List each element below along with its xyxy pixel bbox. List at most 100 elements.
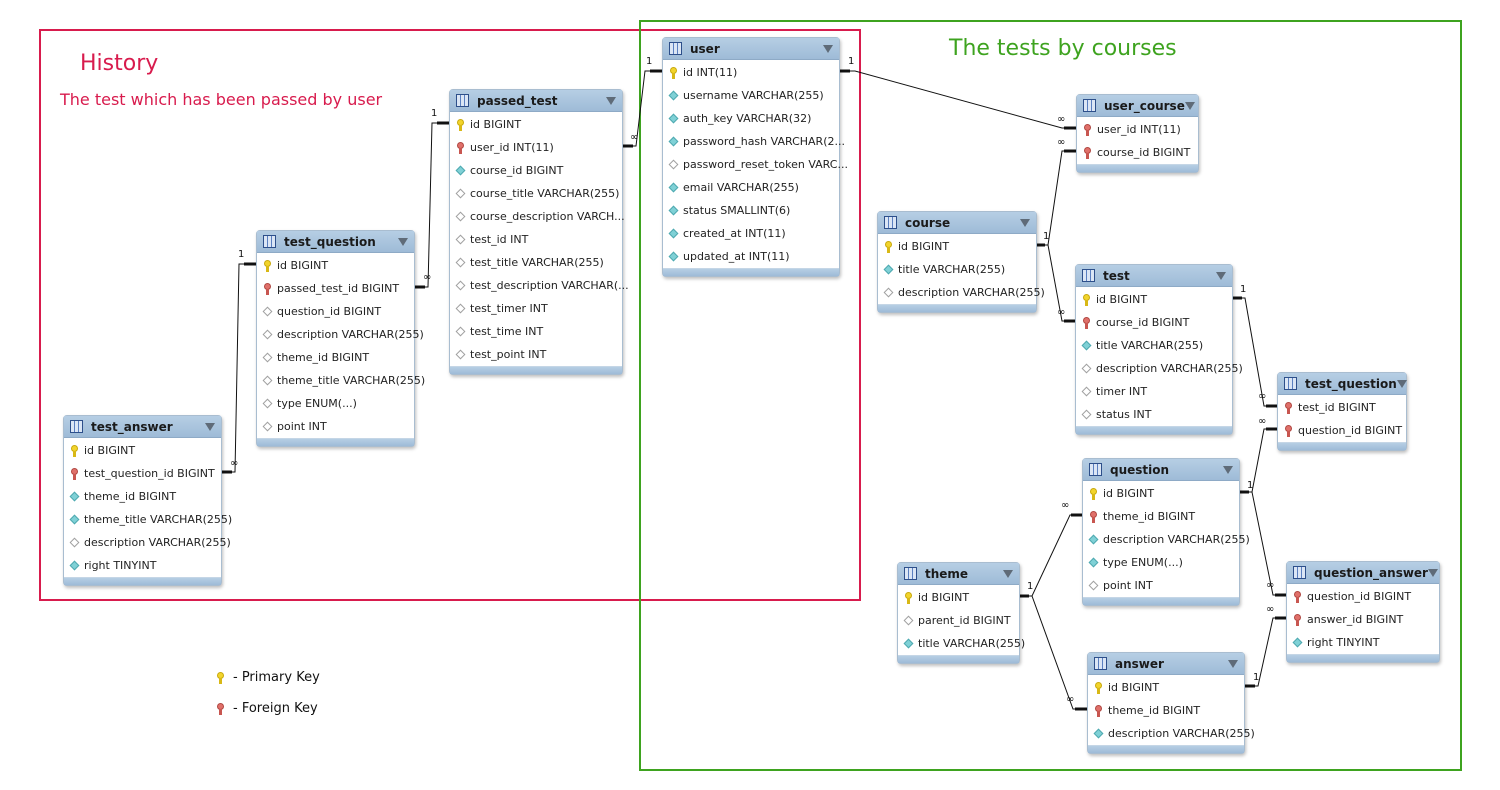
column-row[interactable]: title VARCHAR(255) xyxy=(898,632,1025,655)
column-row[interactable]: passed_test_id BIGINT xyxy=(257,277,414,300)
collapse-arrow-icon[interactable] xyxy=(1427,568,1438,577)
rel-user-user-course-many: ∞ xyxy=(1057,114,1065,125)
column-row[interactable]: email VARCHAR(255) xyxy=(663,176,839,199)
table-header[interactable]: question xyxy=(1083,459,1239,481)
column-row[interactable]: id BIGINT xyxy=(257,254,414,277)
column-row[interactable]: question_id BIGINT xyxy=(257,300,414,323)
column-row[interactable]: description VARCHAR(255) xyxy=(64,531,231,554)
column-row[interactable]: description VARCHAR(255) xyxy=(257,323,424,346)
collapse-arrow-icon[interactable] xyxy=(398,237,408,246)
column-row[interactable]: title VARCHAR(255) xyxy=(1076,334,1232,357)
table-header[interactable]: user_course xyxy=(1077,95,1198,117)
column-row[interactable]: right TINYINT xyxy=(64,554,221,577)
column-row[interactable]: test_point INT xyxy=(450,343,622,366)
column-row[interactable]: created_at INT(11) xyxy=(663,222,839,245)
collapse-arrow-icon[interactable] xyxy=(205,422,215,431)
column-row[interactable]: test_title VARCHAR(255) xyxy=(450,251,622,274)
column-row[interactable]: test_question_id BIGINT xyxy=(64,462,221,485)
column-row[interactable]: id BIGINT xyxy=(878,235,1036,258)
column-row[interactable]: course_id BIGINT xyxy=(1076,311,1232,334)
column-row[interactable]: updated_at INT(11) xyxy=(663,245,839,268)
column-row[interactable]: course_description VARCH... xyxy=(450,205,625,228)
collapse-arrow-icon[interactable] xyxy=(823,44,833,53)
column-row[interactable]: test_description VARCHAR(... xyxy=(450,274,629,297)
column-row[interactable]: auth_key VARCHAR(32) xyxy=(663,107,839,130)
column-row[interactable]: id BIGINT xyxy=(450,113,622,136)
table-header[interactable]: answer xyxy=(1088,653,1244,675)
column-row[interactable]: question_id BIGINT xyxy=(1278,419,1406,442)
column-row[interactable]: title VARCHAR(255) xyxy=(878,258,1036,281)
table-header[interactable]: test xyxy=(1076,265,1232,287)
collapse-arrow-icon[interactable] xyxy=(1396,379,1407,388)
table-header[interactable]: test_answer xyxy=(64,416,221,438)
column-row[interactable]: question_id BIGINT xyxy=(1287,585,1439,608)
column-row[interactable]: status SMALLINT(6) xyxy=(663,199,839,222)
column-row[interactable]: description VARCHAR(255) xyxy=(878,281,1045,304)
column-row[interactable]: parent_id BIGINT xyxy=(898,609,1019,632)
column-row[interactable]: username VARCHAR(255) xyxy=(663,84,839,107)
column-row[interactable]: id BIGINT xyxy=(64,439,221,462)
table-header[interactable]: test_question xyxy=(257,231,414,253)
column-row[interactable]: test_time INT xyxy=(450,320,622,343)
column-row[interactable]: type ENUM(...) xyxy=(257,392,414,415)
column-row[interactable]: course_id BIGINT xyxy=(1077,141,1198,164)
table-header[interactable]: test_question xyxy=(1278,373,1407,395)
collapse-arrow-icon[interactable] xyxy=(1184,101,1195,110)
column-row[interactable]: id BIGINT xyxy=(1088,676,1244,699)
column-row[interactable]: user_id INT(11) xyxy=(450,136,622,159)
column-row[interactable]: id BIGINT xyxy=(1076,288,1232,311)
column-row[interactable]: right TINYINT xyxy=(1287,631,1439,654)
column-row[interactable]: theme_id BIGINT xyxy=(64,485,221,508)
table-header[interactable]: question_answer xyxy=(1287,562,1439,584)
table-header[interactable]: user xyxy=(663,38,839,60)
table-header[interactable]: passed_test xyxy=(450,90,622,112)
column-row[interactable]: description VARCHAR(255) xyxy=(1076,357,1243,380)
table-header[interactable]: course xyxy=(878,212,1036,234)
column-row[interactable]: test_timer INT xyxy=(450,297,622,320)
column-row[interactable]: test_id INT xyxy=(450,228,622,251)
column-row[interactable]: description VARCHAR(255) xyxy=(1088,722,1255,745)
table-footer xyxy=(64,577,221,585)
column-row[interactable]: id BIGINT xyxy=(898,586,1019,609)
column-row[interactable]: theme_id BIGINT xyxy=(1088,699,1244,722)
column-row[interactable]: point INT xyxy=(257,415,414,438)
column-row[interactable]: theme_title VARCHAR(255) xyxy=(257,369,425,392)
column-row[interactable]: id BIGINT xyxy=(1083,482,1239,505)
column-row[interactable]: user_id INT(11) xyxy=(1077,118,1198,141)
column-row[interactable]: description VARCHAR(255) xyxy=(1083,528,1250,551)
column-row[interactable]: test_id BIGINT xyxy=(1278,396,1406,419)
column-row[interactable]: answer_id BIGINT xyxy=(1287,608,1439,631)
column-row[interactable]: password_hash VARCHAR(2... xyxy=(663,130,845,153)
column-row[interactable]: timer INT xyxy=(1076,380,1232,403)
column-row[interactable]: course_id BIGINT xyxy=(450,159,622,182)
column-row[interactable]: password_reset_token VARC... xyxy=(663,153,848,176)
column-row[interactable]: theme_id BIGINT xyxy=(1083,505,1239,528)
table-header[interactable]: theme xyxy=(898,563,1019,585)
column-row[interactable]: course_title VARCHAR(255) xyxy=(450,182,622,205)
column-row[interactable]: theme_id BIGINT xyxy=(257,346,414,369)
collapse-arrow-icon[interactable] xyxy=(606,96,616,105)
collapse-arrow-icon[interactable] xyxy=(1216,271,1226,280)
collapse-arrow-icon[interactable] xyxy=(1020,218,1030,227)
column-row[interactable]: status INT xyxy=(1076,403,1232,426)
column-row[interactable]: id INT(11) xyxy=(663,61,839,84)
column-row[interactable]: point INT xyxy=(1083,574,1239,597)
collapse-arrow-icon[interactable] xyxy=(1228,659,1238,668)
column-definition: point INT xyxy=(1103,579,1153,592)
column-row[interactable]: type ENUM(...) xyxy=(1083,551,1239,574)
collapse-arrow-icon[interactable] xyxy=(1223,465,1233,474)
collapse-arrow-icon[interactable] xyxy=(1003,569,1013,578)
column-row[interactable]: theme_title VARCHAR(255) xyxy=(64,508,232,531)
